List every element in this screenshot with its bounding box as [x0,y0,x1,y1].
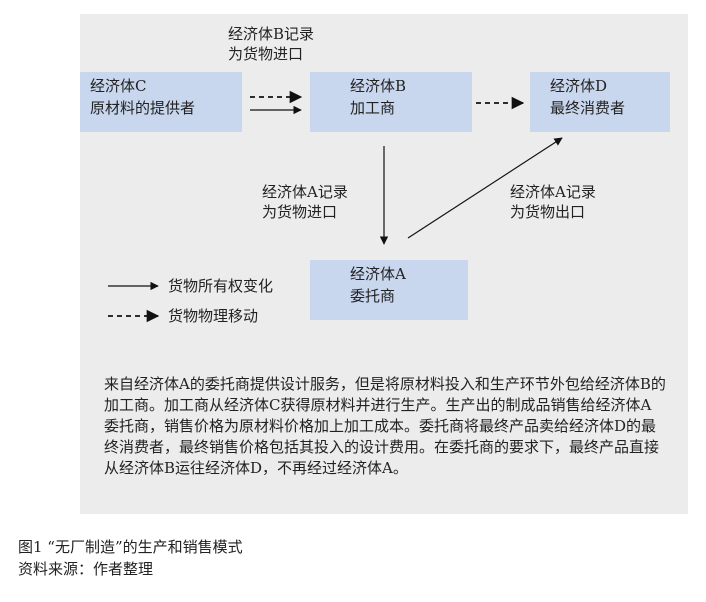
label-a-export-line2: 为货物出口 [510,203,586,221]
node-d-role: 最终消费者 [550,99,626,117]
node-economy-a: 经济体A 委托商 [310,260,468,320]
label-a-import-line1: 经济体A记录 [262,183,348,201]
label-b-import: 经济体B记录 为货物进口 [228,24,314,64]
diagram-description: 来自经济体A的委托商提供设计服务，但是将原材料投入和生产环节外包给经济体B的加工… [104,375,666,477]
legend-ownership-label: 货物所有权变化 [168,277,274,295]
node-economy-d: 经济体D 最终消费者 [530,72,670,132]
node-d-name: 经济体D [550,77,608,95]
legend-physical-label: 货物物理移动 [168,307,259,325]
node-b-role: 加工商 [350,99,396,117]
figure-caption: 图1 “无厂制造”的生产和销售模式 资料来源：作者整理 [18,536,243,580]
node-b-name: 经济体B [350,77,407,95]
figure-source: 资料来源：作者整理 [18,560,154,578]
node-economy-c: 经济体C 原材料的提供者 [80,72,242,132]
label-a-export-line1: 经济体A记录 [510,183,596,201]
label-a-import: 经济体A记录 为货物进口 [262,182,348,222]
figure-title: 图1 “无厂制造”的生产和销售模式 [18,538,243,556]
node-c-role: 原材料的提供者 [90,99,196,117]
node-economy-b: 经济体B 加工商 [310,72,472,132]
node-a-role: 委托商 [350,287,396,305]
arrow-a-to-d-ownership [407,137,563,239]
node-a-name: 经济体A [350,265,406,283]
node-c-name: 经济体C [90,77,147,95]
label-b-import-line2: 为货物进口 [228,45,304,63]
label-a-import-line2: 为货物进口 [262,203,338,221]
label-b-import-line1: 经济体B记录 [228,25,315,43]
label-a-export: 经济体A记录 为货物出口 [510,182,596,222]
